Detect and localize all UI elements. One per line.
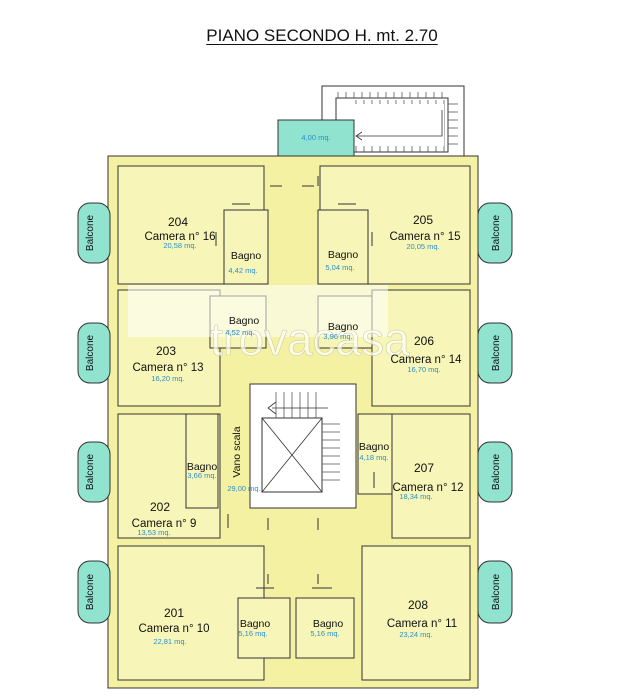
room-207-area: 18,34 mq. xyxy=(399,492,432,501)
room-208-number: 208 xyxy=(408,598,428,612)
landing-area: 4,00 mq. xyxy=(301,133,330,142)
room-203-name: Camera n° 13 xyxy=(132,362,203,374)
room-203-number: 203 xyxy=(156,344,176,358)
watermark-blur xyxy=(128,285,388,337)
rooms-layer xyxy=(117,165,471,681)
bathroom-labels: Bagno 4,42 mq. Bagno 5,04 mq. Bagno 4,52… xyxy=(187,249,390,638)
bathroom-208 xyxy=(295,597,355,659)
balcony-label-r2: Balcone xyxy=(491,334,502,371)
room-204-area: 20,58 mq. xyxy=(163,241,196,250)
balcony-label-l3: Balcone xyxy=(85,453,96,490)
balconies: Balcone Balcone Balcone Balcone Balcone … xyxy=(77,202,513,624)
bathroom-208-area: 5,16 mq. xyxy=(310,629,339,638)
bathroom-205 xyxy=(317,209,369,285)
room-206-number: 206 xyxy=(414,334,434,348)
room-208 xyxy=(361,545,471,681)
bathroom-201-label: Bagno xyxy=(240,618,271,630)
room-204-number: 204 xyxy=(168,215,188,229)
balcony-label-r4: Balcone xyxy=(491,573,502,610)
bathroom-206-label: Bagno xyxy=(328,321,359,333)
balcony-label-r3: Balcone xyxy=(491,453,502,490)
balcony-right-4 xyxy=(477,560,513,624)
room-208-name: Camera n° 11 xyxy=(387,618,457,630)
bathroom-202 xyxy=(185,413,219,509)
room-202-area: 13,53 mq. xyxy=(137,528,170,537)
bathroom-203-label: Bagno xyxy=(229,315,260,327)
bathroom-201 xyxy=(237,597,291,659)
balcony-label-l2: Balcone xyxy=(85,334,96,371)
room-205-area: 20,05 mq. xyxy=(406,242,439,251)
balcony-left-3 xyxy=(77,441,111,503)
bathroom-207 xyxy=(357,413,393,495)
watermark-logo: trovacasa xyxy=(210,313,410,365)
room-205-number: 205 xyxy=(413,213,433,227)
wall-details xyxy=(215,176,375,589)
bathroom-201-area: 5,16 mq. xyxy=(238,629,267,638)
bathroom-204-label: Bagno xyxy=(231,250,262,262)
plan-title: PIANO SECONDO H. mt. 2.70 xyxy=(0,26,644,46)
stairwell xyxy=(249,383,357,509)
room-201-number: 201 xyxy=(164,606,184,620)
room-203-area: 16,20 mq. xyxy=(151,374,184,383)
bathroom-205-area: 5,04 mq. xyxy=(325,263,354,272)
room-202-name: Camera n° 9 xyxy=(132,518,197,530)
bathroom-202-area: 3,66 mq. xyxy=(187,471,216,480)
room-206 xyxy=(371,289,471,407)
balcony-label-l1: Balcone xyxy=(85,214,96,251)
room-207-number: 207 xyxy=(414,461,434,475)
room-labels: 204 Camera n° 16 20,58 mq. 205 Camera n°… xyxy=(132,213,464,646)
room-204-name: Camera n° 16 xyxy=(144,231,215,243)
room-208-area: 23,24 mq. xyxy=(399,630,432,639)
room-205-name: Camera n° 15 xyxy=(389,231,460,243)
plan-title-text: PIANO SECONDO H. mt. 2.70 xyxy=(206,26,438,45)
room-207 xyxy=(391,413,471,539)
bathroom-204 xyxy=(223,209,269,285)
stairwell-label: Vano scala xyxy=(231,426,243,477)
bathroom-208-label: Bagno xyxy=(313,618,344,630)
balcony-left-2 xyxy=(77,322,111,384)
room-201-name: Camera n° 10 xyxy=(138,623,209,635)
room-207-name: Camera n° 12 xyxy=(392,482,463,494)
balcony-label-r1: Balcone xyxy=(491,214,502,251)
balcony-label-l4: Balcone xyxy=(85,573,96,610)
bathroom-203-area: 4,52 mq. xyxy=(225,328,254,337)
room-202-number: 202 xyxy=(150,500,170,514)
bathroom-207-label: Bagno xyxy=(359,441,390,453)
balcony-right-1 xyxy=(477,202,513,264)
balcony-left-4 xyxy=(77,560,111,624)
bathroom-207-area: 4,18 mq. xyxy=(359,453,388,462)
balcony-left-1 xyxy=(77,202,111,264)
balcony-right-3 xyxy=(477,441,513,503)
room-206-area: 16,70 mq. xyxy=(407,365,440,374)
bathroom-206-area: 3,96 mq. xyxy=(323,332,352,341)
balcony-right-2 xyxy=(477,322,513,384)
bathroom-202-label: Bagno xyxy=(187,461,218,473)
stairwell-area: 29,00 mq. xyxy=(227,484,260,493)
landing xyxy=(277,119,355,159)
bathroom-205-label: Bagno xyxy=(328,249,359,261)
room-206-name: Camera n° 14 xyxy=(390,354,462,366)
bathroom-204-area: 4,42 mq. xyxy=(228,266,257,275)
room-201-area: 22,81 mq. xyxy=(153,637,186,646)
